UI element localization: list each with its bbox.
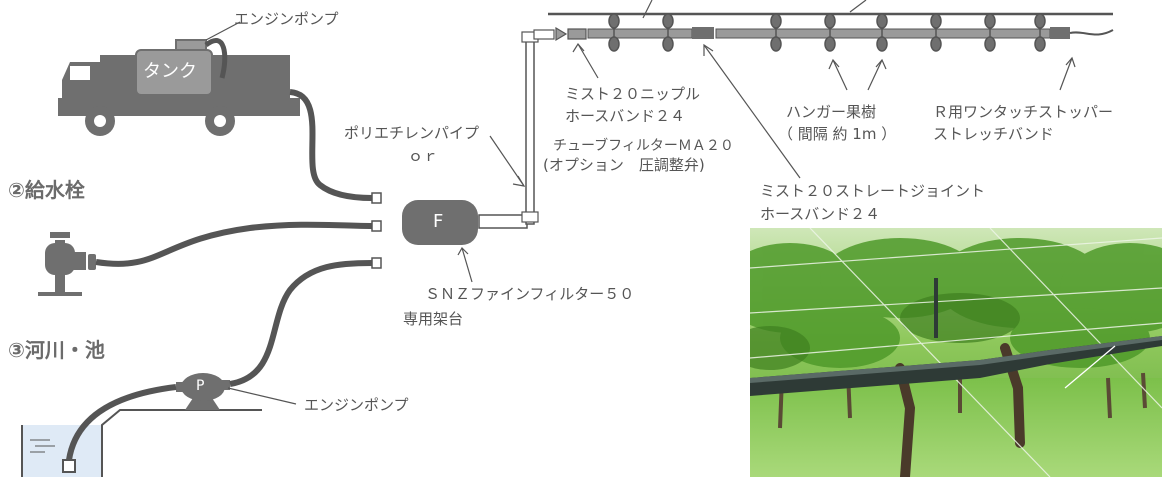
filter-outlet-pipe bbox=[478, 214, 528, 229]
poly-pipe-label: ポリエチレンパイプ bbox=[344, 124, 480, 142]
stretch-band-tail bbox=[1069, 29, 1114, 36]
pump-p-label: P bbox=[196, 378, 205, 394]
tube-filter-label: チューブフィルターＭＡ２０ bbox=[553, 138, 734, 154]
snz-filter-label: ＳＮＺファインフィルター５０ bbox=[425, 285, 635, 303]
hangers bbox=[608, 13, 1046, 52]
filter-f-label: F bbox=[433, 211, 444, 232]
option-label: (オプション 圧調整弁) bbox=[543, 156, 705, 174]
engine-pump-bottom-leader bbox=[227, 387, 297, 405]
engine-pump-bottom-label: エンジンポンプ bbox=[304, 396, 409, 414]
hose-river-discharge bbox=[229, 260, 373, 387]
pond-icon bbox=[21, 409, 262, 477]
tank-suction-hose bbox=[204, 38, 228, 79]
supply-2-label: ②給水栓 bbox=[8, 178, 85, 202]
hose-fittings bbox=[371, 192, 382, 269]
snz-filter-leader bbox=[461, 247, 473, 283]
orchard-photo bbox=[750, 228, 1162, 477]
stretch-band-label: ストレッチバンド bbox=[933, 125, 1054, 143]
tank-icon bbox=[135, 39, 213, 96]
hydrant-icon bbox=[38, 232, 96, 296]
straight-joint-label: ミスト２０ストレートジョイント bbox=[760, 182, 986, 200]
inline-fittings bbox=[533, 26, 587, 42]
hose-band-2-label: ホースバンド２４ bbox=[760, 205, 881, 223]
stopper-icon bbox=[1050, 27, 1070, 39]
river-pump-icon bbox=[176, 373, 230, 410]
leader-lines bbox=[572, 0, 1076, 179]
drip-tube-1 bbox=[587, 28, 693, 39]
stand-label: 専用架台 bbox=[403, 310, 464, 328]
r-stopper-label: Ｒ用ワンタッチストッパー bbox=[933, 103, 1114, 121]
hose-river-suction bbox=[66, 384, 177, 461]
supply-3-label: ③河川・池 bbox=[8, 338, 105, 362]
mist-nipple-label: ミスト２０ニップル bbox=[565, 85, 701, 103]
engine-pump-top-label: エンジンポンプ bbox=[234, 10, 339, 28]
interval-label: （ 間隔 約 1m ） bbox=[778, 125, 897, 143]
hose-hydrant bbox=[95, 221, 373, 267]
straight-joint-icon bbox=[692, 27, 714, 39]
engine-pump-top-leader bbox=[205, 21, 241, 41]
tank-label: タンク bbox=[143, 61, 197, 82]
hose-truck bbox=[289, 89, 373, 201]
snz-filter-icon bbox=[402, 200, 478, 245]
hose-band-1-label: ホースバンド２４ bbox=[565, 107, 686, 125]
or-label: ｏｒ bbox=[408, 147, 439, 165]
hanger-label: ハンガー果樹 bbox=[786, 103, 877, 121]
poly-pipe bbox=[525, 37, 535, 225]
